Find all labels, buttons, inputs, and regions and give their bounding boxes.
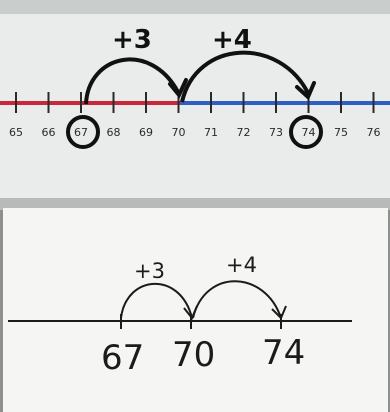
strip-edge-shadow bbox=[0, 0, 390, 14]
top-tick-label-73: 73 bbox=[269, 126, 283, 139]
top-tick-label-72: 72 bbox=[237, 126, 251, 139]
top-tick-label-65: 65 bbox=[9, 126, 23, 139]
top-tick-label-76: 76 bbox=[367, 126, 381, 139]
top-tick-label-70: 70 bbox=[172, 126, 186, 139]
bottom-label-67: 67 bbox=[101, 338, 144, 378]
top-strip bbox=[0, 0, 390, 200]
top-tick-label-66: 66 bbox=[42, 126, 56, 139]
top-tick-label-69: 69 bbox=[139, 126, 153, 139]
top-tick-label-71: 71 bbox=[204, 126, 218, 139]
top-jump-label-plus4: +4 bbox=[212, 25, 252, 55]
bottom-jump-label-plus4: +4 bbox=[226, 253, 257, 277]
top-jump-label-plus3: +3 bbox=[112, 25, 152, 55]
bottom-label-70: 70 bbox=[172, 335, 215, 375]
top-tick-label-74: 74 bbox=[302, 126, 316, 139]
top-tick-label-75: 75 bbox=[334, 126, 348, 139]
top-tick-label-67: 67 bbox=[74, 126, 88, 139]
bottom-label-74: 74 bbox=[262, 333, 305, 373]
top-tick-label-68: 68 bbox=[107, 126, 121, 139]
bottom-jump-label-plus3: +3 bbox=[134, 259, 165, 283]
